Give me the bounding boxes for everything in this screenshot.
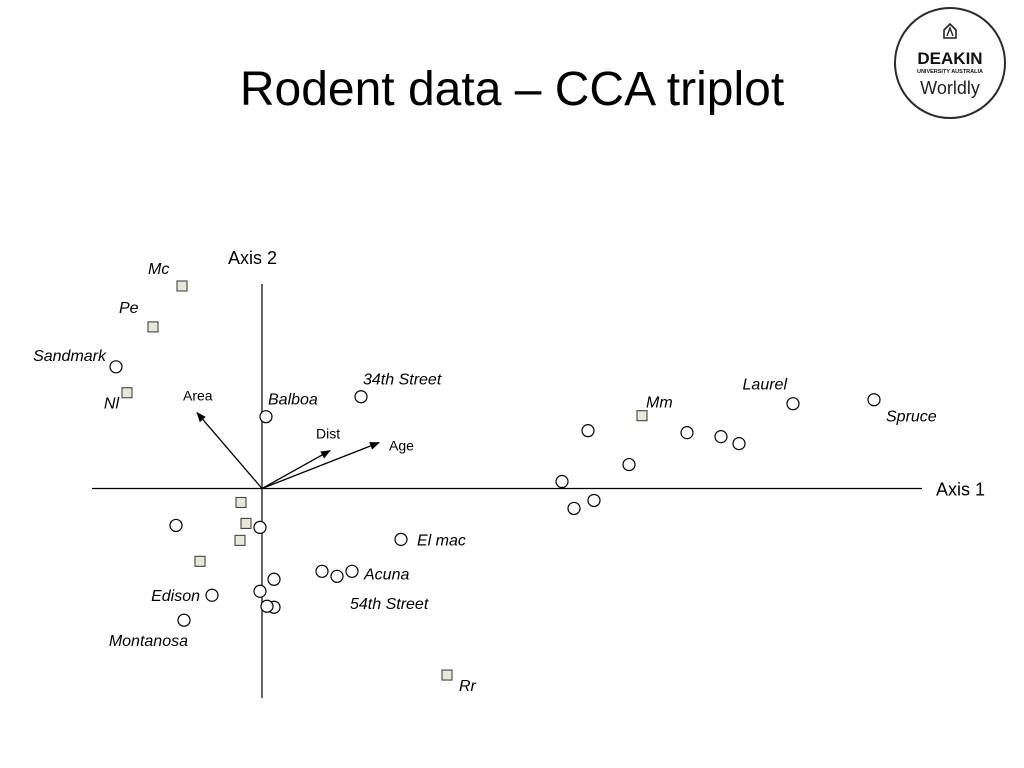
species-label: Nl xyxy=(104,396,120,413)
species-point xyxy=(636,410,648,422)
species-label: Rr xyxy=(459,678,477,695)
species-label: Pe xyxy=(119,300,139,317)
site-point xyxy=(354,390,368,404)
site-point xyxy=(330,569,344,583)
species-label: Mc xyxy=(148,261,169,278)
site-label: Laurel xyxy=(743,377,788,394)
x-axis-title: Axis 1 xyxy=(936,480,985,500)
site-label: Spruce xyxy=(886,409,937,426)
env-vector-label: Area xyxy=(183,388,213,404)
site-point xyxy=(169,518,183,533)
species-label: Mm xyxy=(646,395,673,412)
species-point xyxy=(240,517,252,529)
env-vector-dist xyxy=(261,450,331,490)
site-point xyxy=(867,393,881,407)
y-axis-title: Axis 2 xyxy=(228,248,277,268)
env-vector-label: Age xyxy=(389,438,414,454)
site-point xyxy=(714,430,728,444)
site-point xyxy=(622,457,636,472)
site-point xyxy=(345,564,359,578)
species-point xyxy=(176,280,188,292)
site-point xyxy=(732,437,746,451)
site-label: Balboa xyxy=(268,392,318,409)
site-point xyxy=(177,613,191,627)
site-point xyxy=(109,360,123,374)
site-point xyxy=(786,397,800,411)
site-point xyxy=(260,599,274,613)
site-point xyxy=(555,474,569,489)
species-point xyxy=(194,555,206,567)
axes-layer xyxy=(92,284,922,698)
site-point xyxy=(205,588,219,602)
site-point xyxy=(394,532,408,546)
site-label: 34th Street xyxy=(363,372,442,389)
species-point xyxy=(235,496,247,509)
site-point xyxy=(315,564,329,578)
site-point xyxy=(253,520,267,535)
site-point xyxy=(253,584,267,598)
site-label: Acuna xyxy=(363,566,409,583)
site-point xyxy=(581,424,595,438)
logo-subtitle: UNIVERSITY AUSTRALIA xyxy=(917,69,983,75)
env-vector-age xyxy=(261,442,380,490)
site-point xyxy=(587,493,601,508)
site-point xyxy=(267,572,281,586)
species-point xyxy=(147,321,159,333)
site-label: Edison xyxy=(151,588,200,605)
logo-name: DEAKIN xyxy=(917,49,982,68)
env-vector-label: Dist xyxy=(316,426,340,442)
site-point xyxy=(567,501,581,516)
env-vector-area xyxy=(196,411,263,489)
site-label: El mac xyxy=(417,532,466,549)
site-point xyxy=(259,410,273,424)
species-point xyxy=(441,669,453,681)
site-label: Sandmark xyxy=(33,348,107,365)
slide-title: Rodent data – CCA triplot xyxy=(239,63,785,116)
site-point xyxy=(680,426,694,440)
logo-tagline: Worldly xyxy=(920,78,980,98)
site-label: 54th Street xyxy=(350,596,429,613)
species-point xyxy=(121,387,133,399)
site-label: Montanosa xyxy=(109,633,188,650)
species-point xyxy=(234,534,246,546)
deakin-logo: DEAKIN UNIVERSITY AUSTRALIA Worldly xyxy=(894,7,1006,119)
